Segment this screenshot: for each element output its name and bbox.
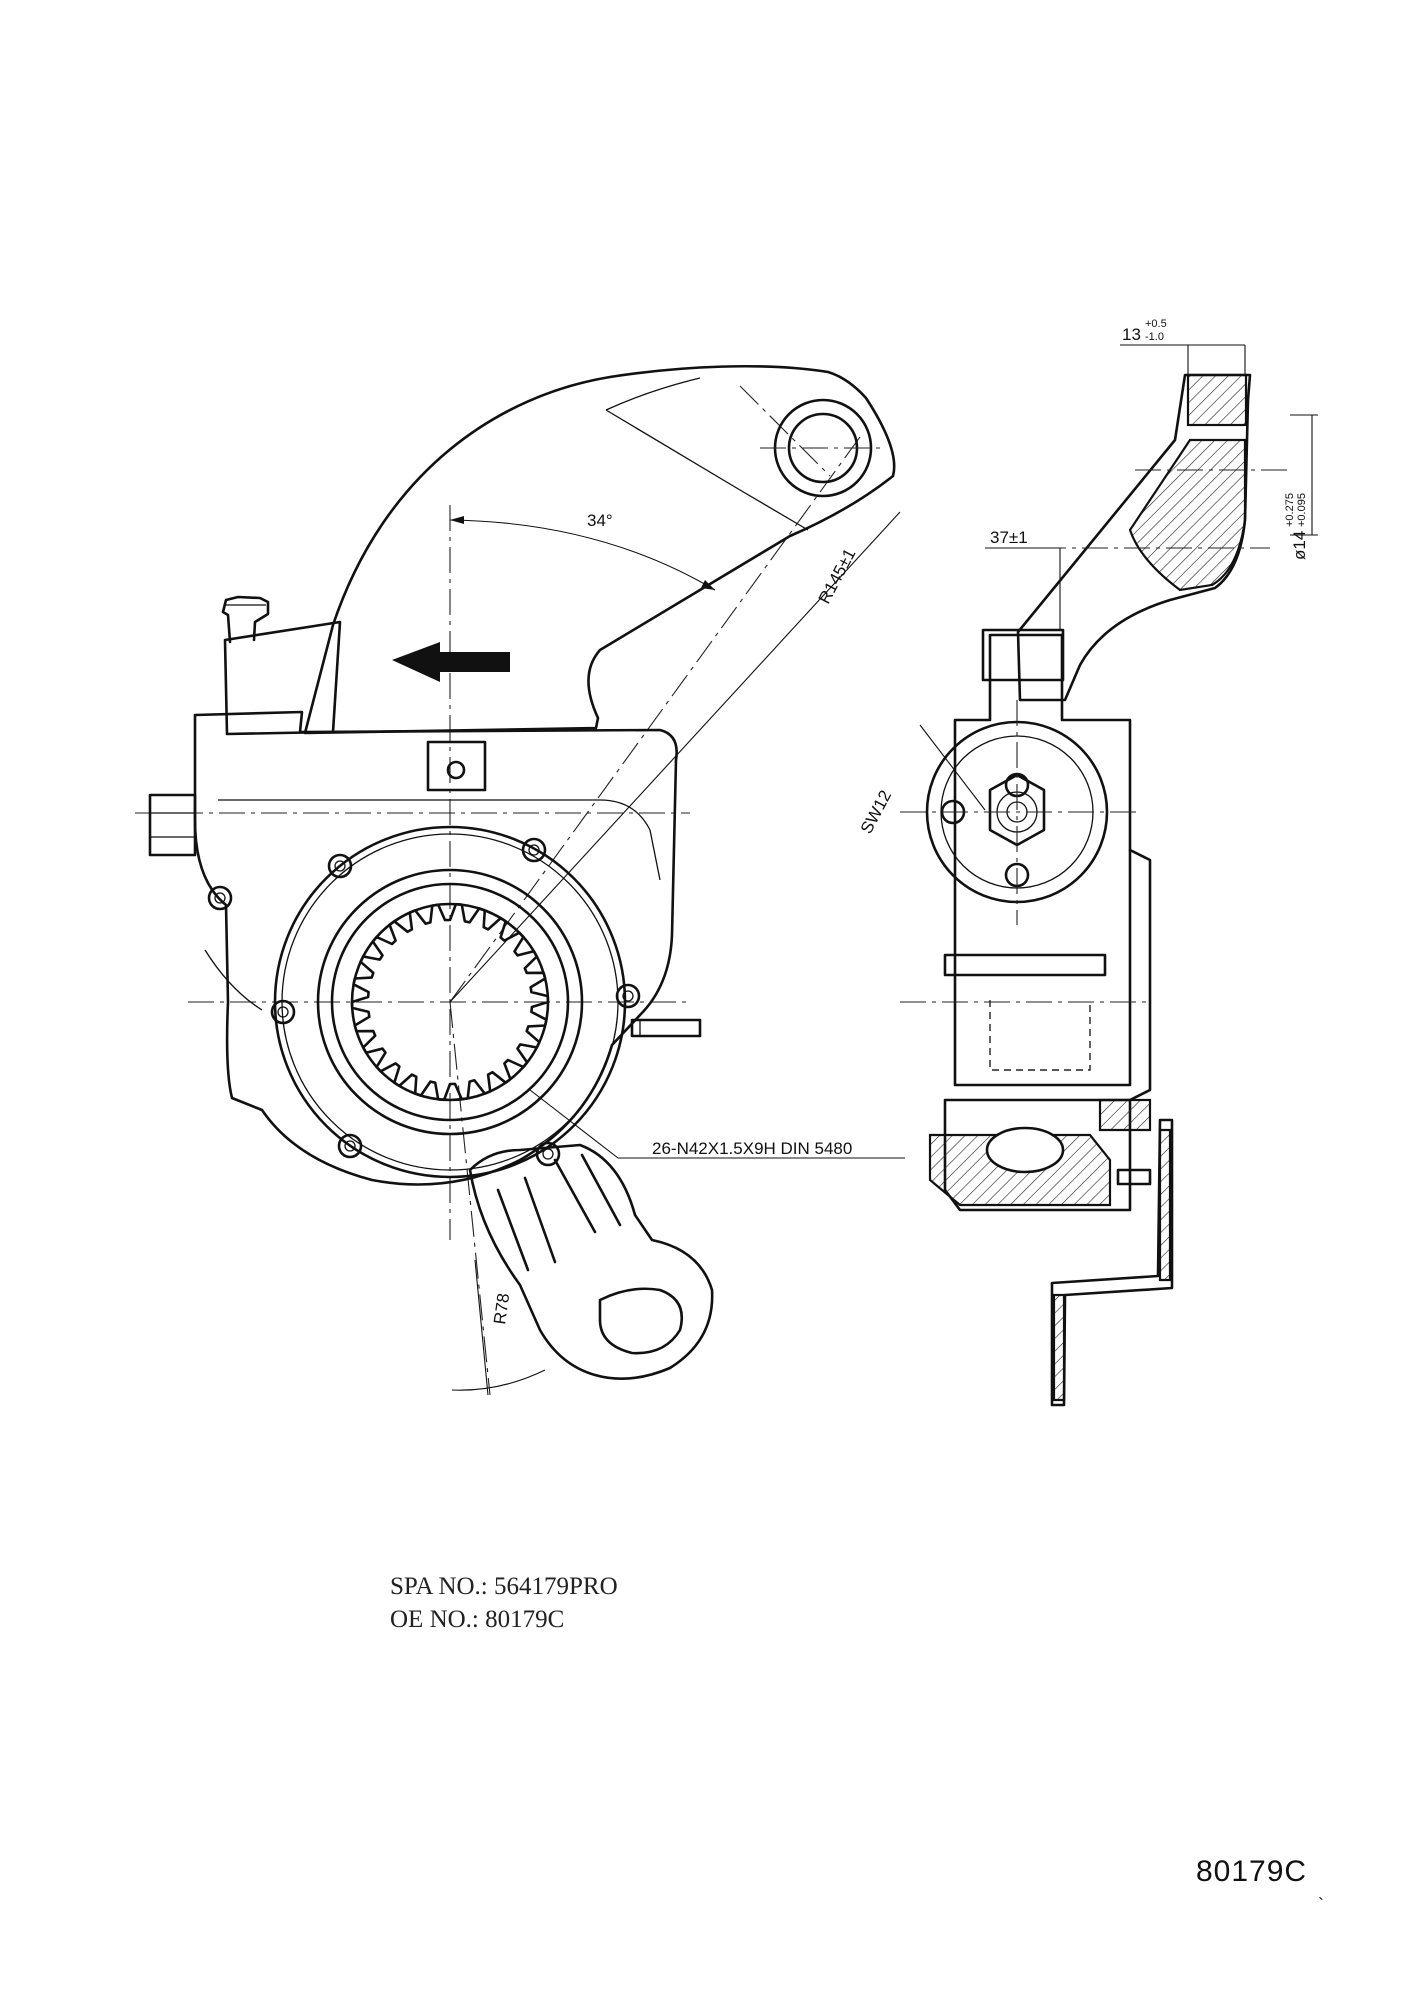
offset-dimension: 37±1 (990, 528, 1028, 547)
hole-diameter-dimension: ø14 (1290, 531, 1309, 560)
direction-arrow (392, 642, 510, 682)
angle-dimension: 34° (587, 511, 613, 530)
wrench-size-label: SW12 (857, 787, 896, 837)
adjuster-arm (303, 364, 896, 735)
hex-plug (148, 793, 197, 857)
side-pin (630, 1018, 702, 1038)
spa-number: SPA NO.: 564179PRO (390, 1573, 618, 1600)
grease-nipple (221, 595, 270, 644)
width-dimension: 13 (1122, 325, 1141, 344)
control-lever (468, 1143, 714, 1380)
front-view (135, 364, 905, 1396)
side-body (953, 633, 1132, 1087)
upper-tab (426, 740, 487, 792)
plate-bolts (207, 837, 641, 1167)
radius-dimension: R145±1 (815, 545, 860, 606)
spline-spec-label: 26-N42X1.5X9H DIN 5480 (652, 1139, 852, 1158)
width-lower-tol: -1.0 (1145, 331, 1164, 343)
drawing-code: 80179C (1196, 1855, 1308, 1888)
adjuster-housing (193, 710, 678, 1186)
mounting-bracket (1050, 1118, 1174, 1407)
side-view (900, 344, 1318, 1407)
hole-upper-tol: +0.275 (1284, 493, 1296, 527)
stray-mark: ` (1318, 1895, 1324, 1915)
hole-lower-tol: +0.095 (1296, 493, 1308, 527)
side-arm-section (1186, 373, 1248, 427)
width-upper-tol: +0.5 (1145, 318, 1167, 330)
oe-number: OE NO.: 80179C (390, 1606, 565, 1633)
ring-plate (273, 825, 627, 1179)
top-boss (223, 620, 342, 736)
lever-radius-dimension: R78 (490, 1292, 513, 1326)
spline-teeth (350, 902, 550, 1102)
